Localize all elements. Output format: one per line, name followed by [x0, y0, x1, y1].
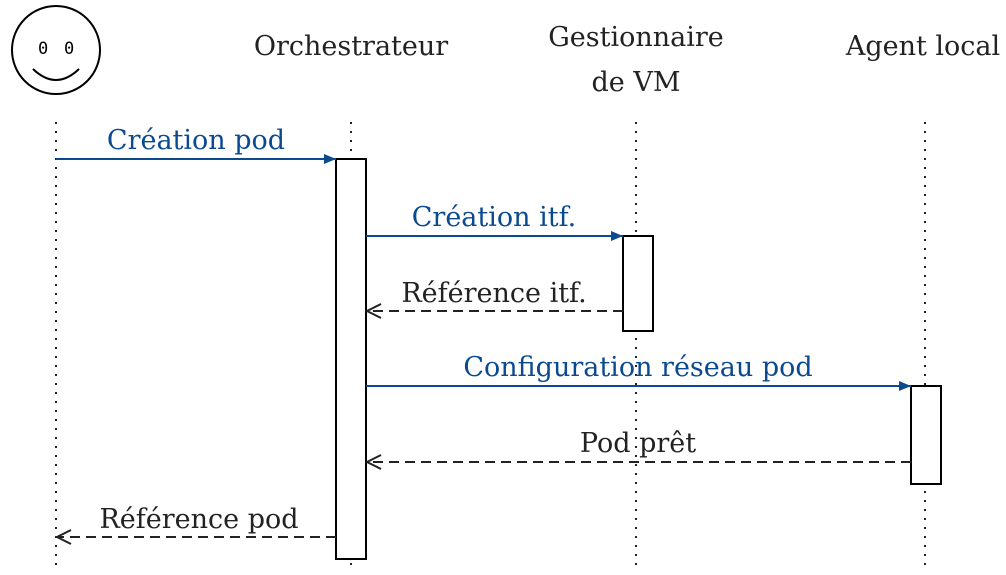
smiley-face-icon: 0 0 [11, 5, 101, 95]
message-arrowhead-reference-itf [364, 303, 382, 319]
message-label-pod-pret: Pod prêt [580, 428, 696, 459]
message-arrowhead-pod-pret [364, 454, 382, 470]
svg-text:0: 0 [64, 39, 74, 59]
activation-vm-manager [622, 235, 654, 332]
participant-orchestrator-label: Orchestrateur [254, 31, 448, 62]
svg-text:0: 0 [38, 39, 48, 59]
activation-orchestrator [335, 158, 367, 560]
message-arrowhead-reference-pod [54, 529, 72, 545]
message-label-creation-itf: Création itf. [412, 202, 576, 233]
activation-local-agent [910, 385, 942, 485]
message-label-reference-pod: Référence pod [99, 504, 298, 535]
message-label-reference-itf: Référence itf. [401, 278, 586, 309]
participant-vm-manager-label-line2: de VM [592, 67, 681, 98]
participant-vm-manager-label-line1: Gestionnaire [548, 22, 724, 53]
participant-local-agent-label: Agent local [845, 31, 1000, 62]
message-label-configuration-reseau-pod: Configuration réseau pod [463, 352, 812, 383]
message-label-creation-pod: Création pod [107, 125, 285, 156]
